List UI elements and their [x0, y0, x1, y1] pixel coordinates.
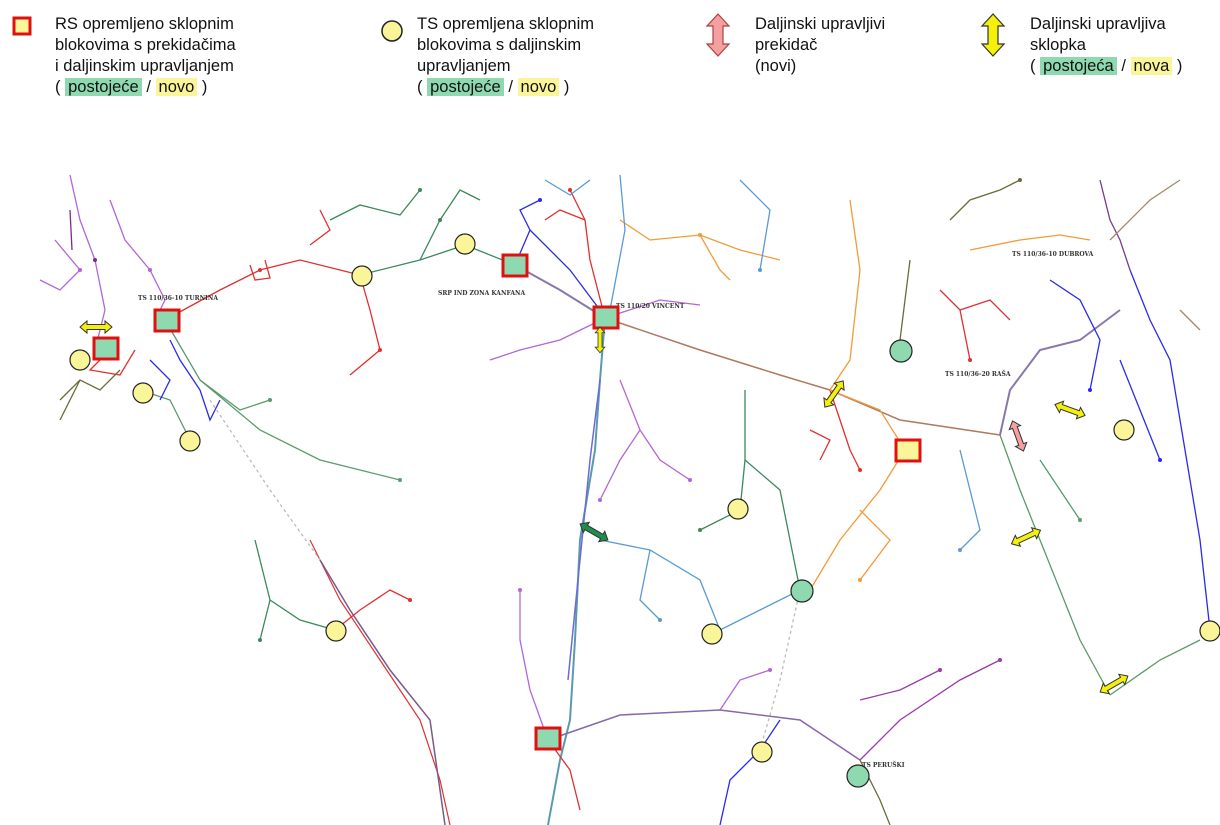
legend-switch-new: nova [1130, 57, 1173, 75]
legend-rs-new: novo [155, 78, 198, 96]
legend-rs-line3: i daljinskim upravljanjem [55, 57, 234, 75]
legend-ts-line2: blokovima s daljinskim [417, 36, 582, 54]
legend-switch-line2: sklopka [1030, 36, 1086, 54]
legend-rs-status: ( postojeće / novo ) [55, 77, 236, 98]
rs-marker [92, 336, 120, 361]
rs-marker [153, 308, 181, 333]
label-peruski: TS PERUŠKI [862, 761, 905, 769]
ts-new-marker [751, 741, 773, 763]
ts-new-marker [179, 430, 201, 452]
switch-arrow-new [79, 320, 113, 334]
ts-new-marker [454, 233, 476, 255]
legend-breaker-line1: Daljinski upravljivi [755, 15, 886, 33]
legend-switch-close: ) [1176, 57, 1183, 75]
switch-arrow-new [1008, 524, 1044, 550]
ts-existing-markers [790, 339, 913, 788]
switch-arrow-icon [980, 13, 1006, 57]
label-rasa: TS 110/36-20 RAŠA [945, 370, 1011, 378]
rs-marker [534, 726, 562, 751]
rs-marker [501, 253, 529, 278]
legend-ts: TS opremljena sklopnim blokovima s dalji… [417, 14, 594, 98]
station-labels: TS 110/36-10 TURNINA SRP IND ZONA KANFAN… [138, 251, 1094, 769]
legend-ts-slash: / [508, 78, 513, 96]
legend-switch-line1: Daljinski upravljiva [1030, 15, 1166, 33]
label-vincent: TS 110/20 VINCENT [616, 303, 685, 310]
legend-switch: Daljinski upravljiva sklopka ( postojeća… [1030, 14, 1182, 77]
ts-new-marker [1113, 419, 1135, 441]
legend-breaker-line2: prekidač [755, 36, 818, 54]
legend-ts-line3: upravljanjem [417, 57, 511, 75]
network-map: TS 110/36-10 TURNINA SRP IND ZONA KANFAN… [39, 174, 1220, 825]
legend: RS opremljeno sklopnim blokovima s preki… [0, 0, 1220, 150]
legend-switch-existing: postojeća [1040, 57, 1117, 75]
feeder-lines [39, 174, 1211, 825]
switch-arrow-new [819, 376, 849, 412]
ts-new-marker [132, 382, 154, 404]
label-dubrova: TS 110/36-10 DUBROVA [1012, 251, 1094, 258]
ts-new-markers [69, 233, 1220, 763]
legend-ts-new: novo [517, 78, 560, 96]
ts-new-marker [701, 623, 723, 645]
rs-marker [894, 438, 922, 463]
legend-switch-open: ( [1030, 57, 1036, 75]
legend-ts-close: ) [563, 78, 570, 96]
ts-new-marker [325, 620, 347, 642]
legend-breaker-line3: (novi) [755, 57, 797, 75]
ts-new-marker [727, 498, 749, 520]
legend-switch-slash: / [1121, 57, 1126, 75]
ts-circle-icon [381, 20, 403, 42]
legend-rs-open: ( [55, 78, 61, 96]
switch-arrow-new [1052, 398, 1088, 422]
rs-markers [92, 253, 922, 751]
legend-rs-line1: RS opremljeno sklopnim [55, 15, 234, 33]
legend-rs: RS opremljeno sklopnim blokovima s preki… [55, 14, 236, 98]
legend-ts-existing: postojeće [427, 78, 504, 96]
legend-rs-close: ) [201, 78, 208, 96]
legend-breaker: Daljinski upravljivi prekidač (novi) [755, 14, 885, 77]
node-dots [78, 178, 1212, 672]
legend-ts-line1: TS opremljena sklopnim [417, 15, 594, 33]
legend-rs-line2: blokovima s prekidačima [55, 36, 236, 54]
breaker-arrow-new [1006, 418, 1030, 454]
label-kanfana: SRP IND ZONA KANFANA [438, 290, 525, 297]
ts-existing-marker [889, 339, 913, 363]
rs-marker [592, 305, 620, 330]
ts-new-marker [351, 265, 373, 287]
legend-rs-existing: postojeće [65, 78, 142, 96]
label-turnina: TS 110/36-10 TURNINA [138, 295, 218, 302]
breaker-arrow-icon [705, 13, 731, 57]
rs-square-icon [12, 16, 32, 36]
ts-new-marker [1199, 620, 1220, 642]
legend-ts-open: ( [417, 78, 423, 96]
legend-ts-status: ( postojeće / novo ) [417, 77, 594, 98]
legend-switch-status: ( postojeća / nova ) [1030, 56, 1182, 77]
ts-existing-marker [846, 764, 870, 788]
ts-existing-marker [790, 579, 814, 603]
legend-rs-slash: / [146, 78, 151, 96]
ts-new-marker [69, 349, 91, 371]
